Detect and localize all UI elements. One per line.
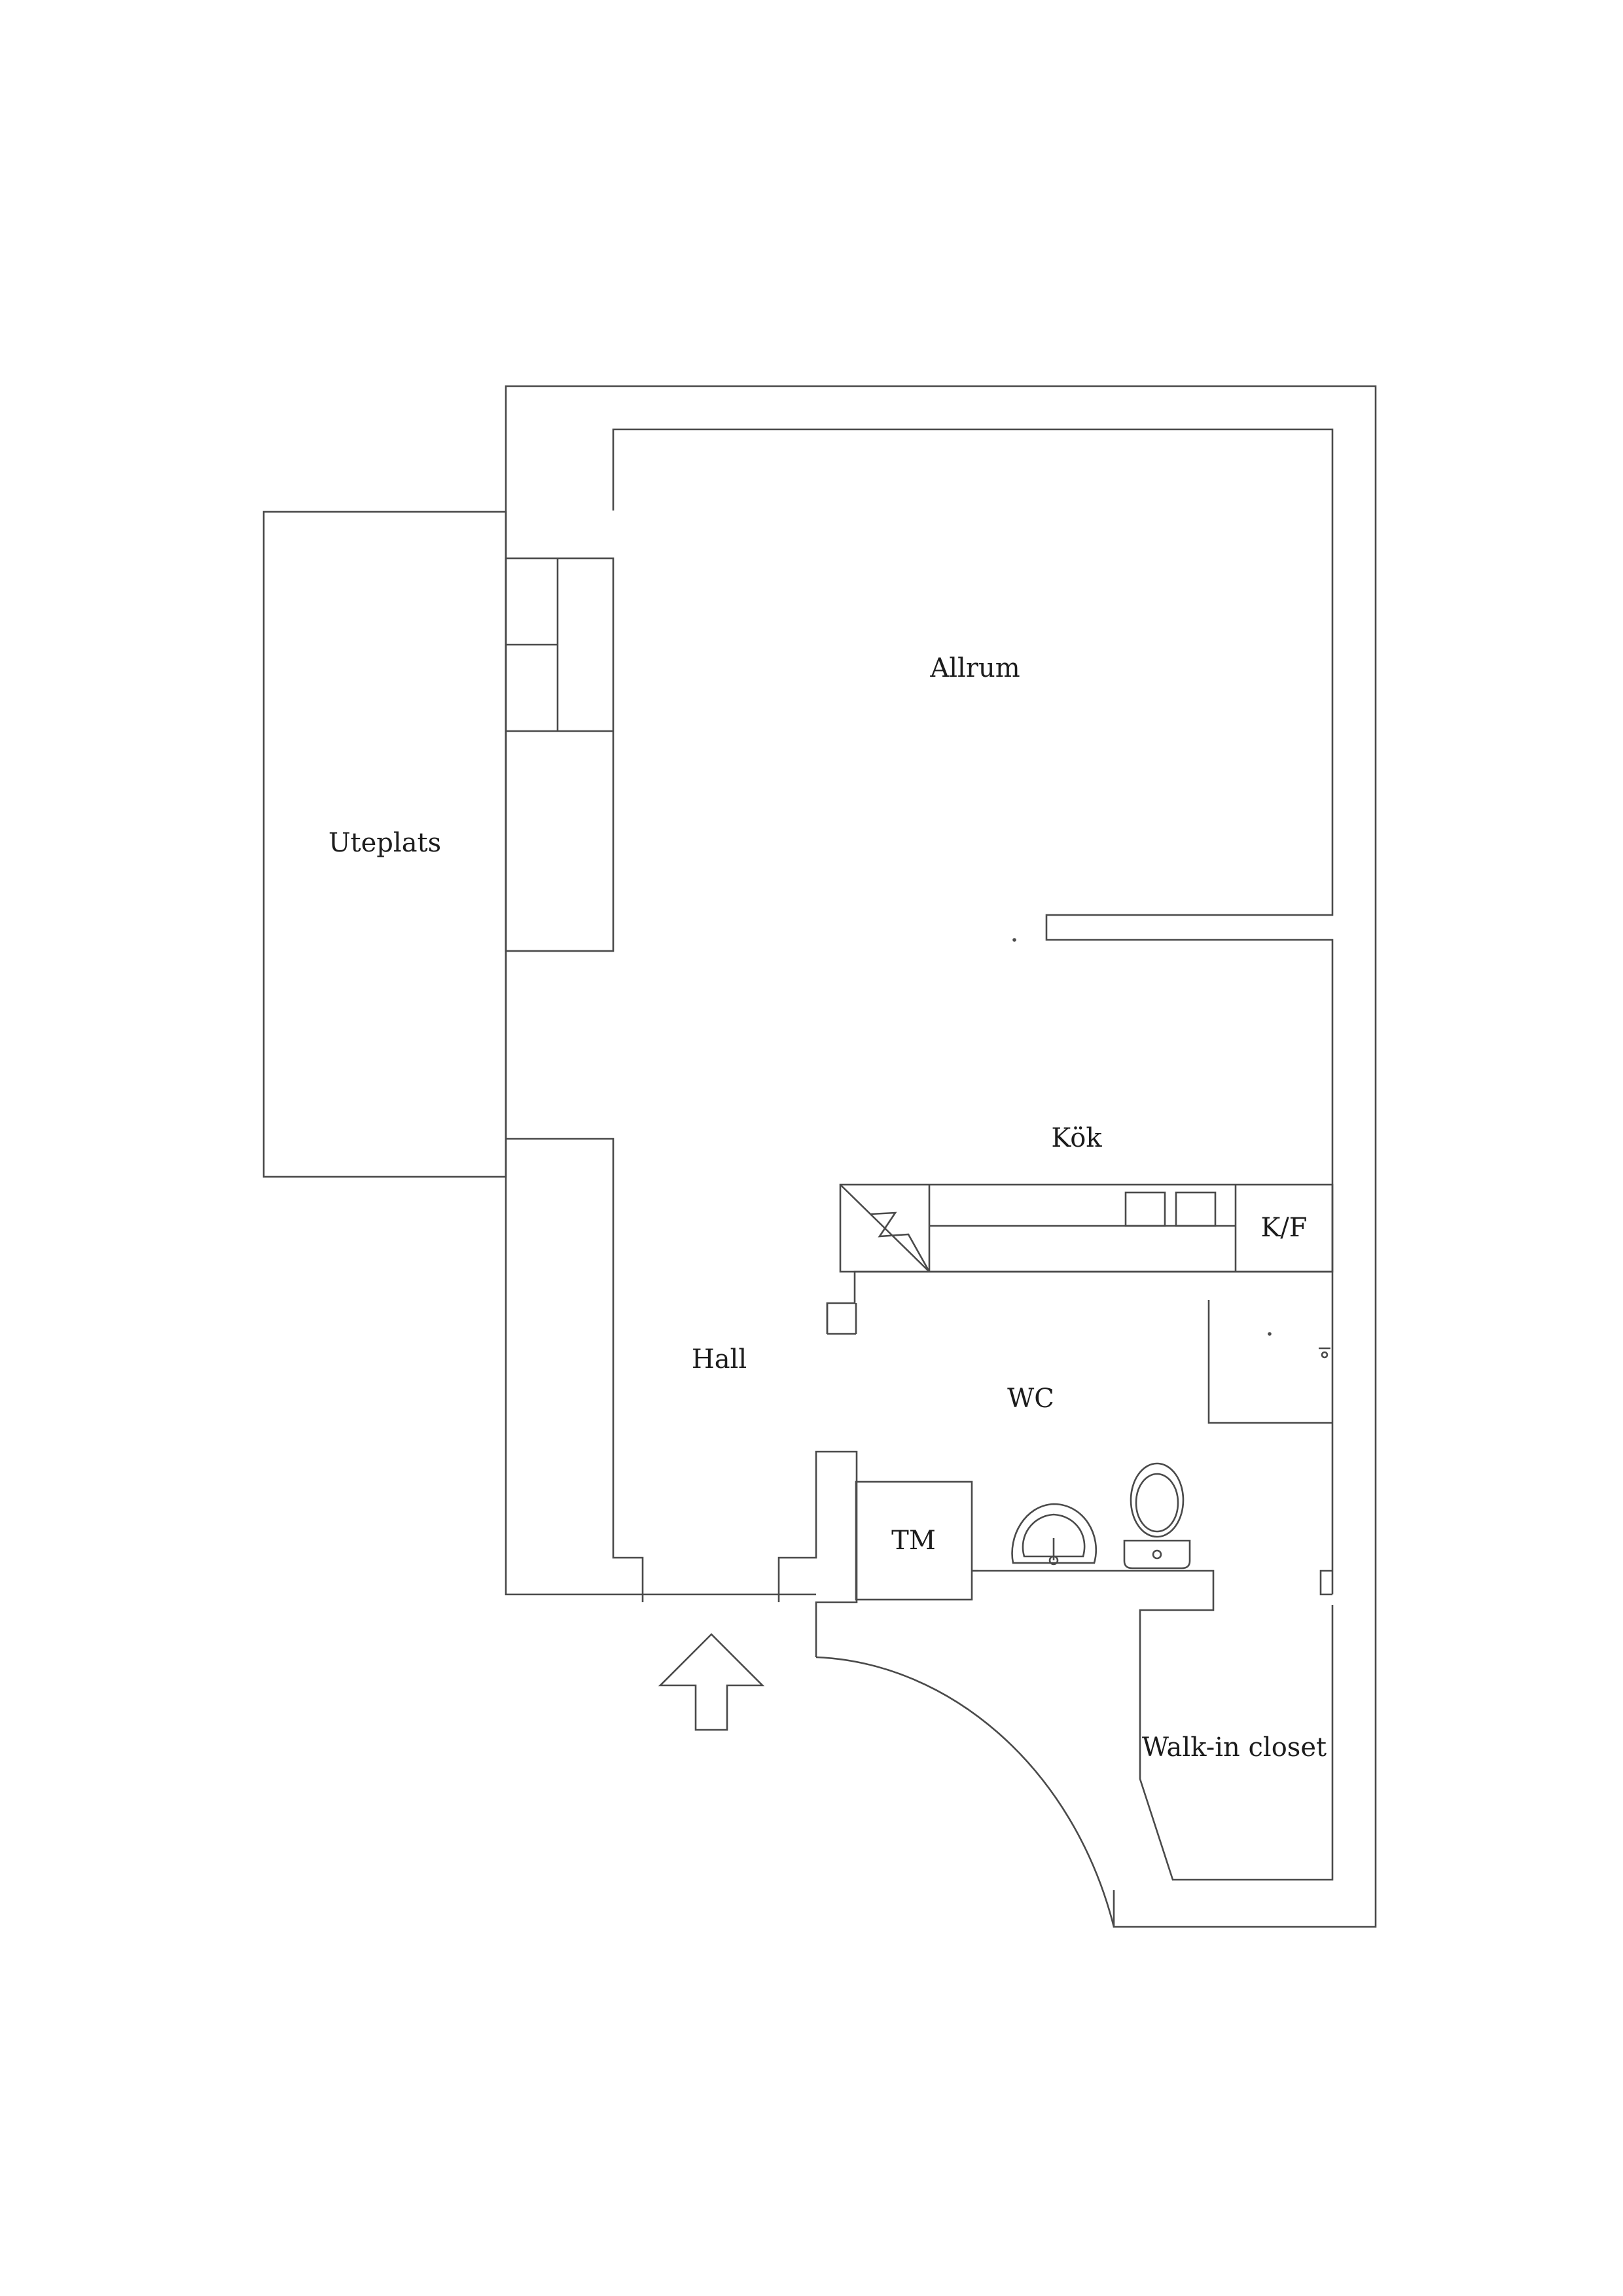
bathroom-wall <box>1207 1300 1332 1424</box>
room-label-walkin: Walk-in closet <box>1142 1732 1327 1763</box>
outer-walls <box>505 385 1377 1928</box>
sink-basin-right <box>1175 1191 1217 1227</box>
terrace <box>262 511 507 1178</box>
room-label-allrum: Allrum <box>929 653 1020 683</box>
room-label-hall: Hall <box>692 1344 747 1374</box>
stove-icon <box>840 1184 931 1272</box>
kitchen-counter <box>826 1183 1334 1335</box>
toilet-icon <box>1123 1462 1191 1570</box>
room-label-wc: WC <box>1007 1384 1054 1414</box>
bathroom-vanity <box>972 1462 1191 1572</box>
sink-icon <box>1011 1503 1097 1566</box>
entrance-arrow-icon <box>658 1633 765 1731</box>
terrace-door <box>505 557 615 952</box>
room-label-kf: K/F <box>1260 1213 1307 1243</box>
sink-basin-left <box>1124 1191 1166 1227</box>
washing-machine <box>855 1480 973 1601</box>
door-swing-icon <box>815 1656 1115 1928</box>
room-label-tm: TM <box>891 1526 936 1556</box>
shower-fixture-icon <box>1012 938 1330 1359</box>
room-label-uteplats: Uteplats <box>329 828 441 858</box>
room-label-kok: Kök <box>1051 1123 1102 1153</box>
